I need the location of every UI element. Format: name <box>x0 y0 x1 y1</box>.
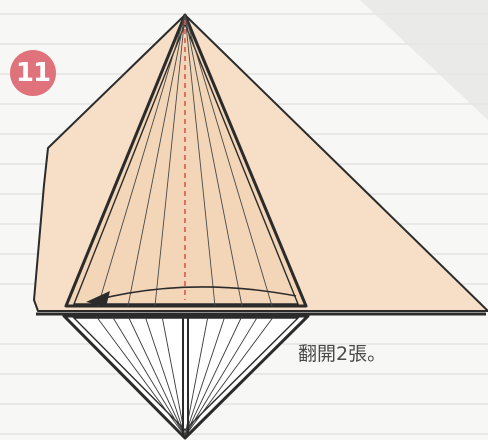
pleat-lines-upper <box>97 14 273 307</box>
corner-shadow <box>360 0 488 120</box>
front-kite <box>64 13 308 308</box>
step-number: 11 <box>15 58 51 88</box>
instruction-text: 翻開2張。 <box>298 343 387 365</box>
center-crease <box>182 316 189 436</box>
curved-arrow-left-icon <box>86 286 297 307</box>
lower-point <box>62 314 310 440</box>
front-kite-inner-outline <box>72 22 300 305</box>
lower-point-inner-outline <box>72 317 300 431</box>
pleat-lines-lower <box>95 315 275 437</box>
step-number-badge: 11 <box>10 50 56 96</box>
